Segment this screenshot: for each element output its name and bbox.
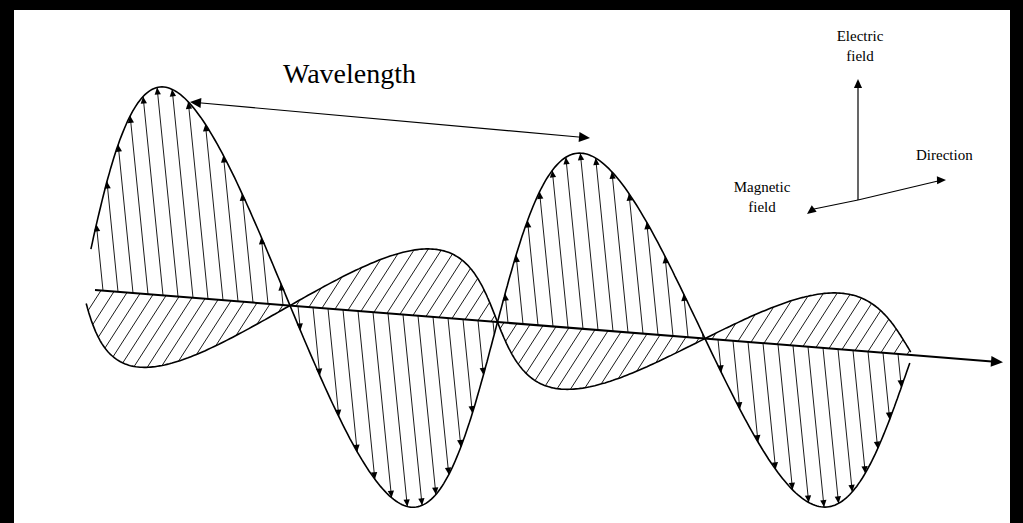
magnetic-hatch <box>868 319 889 351</box>
magnetic-hatch <box>88 290 101 310</box>
electric-vector <box>808 347 824 507</box>
electric-vector <box>478 320 483 374</box>
triad-arrowhead <box>854 79 862 88</box>
wavelength-arrowhead <box>579 132 590 142</box>
wavelength-arrowhead <box>190 98 201 108</box>
electric-vector-head <box>578 153 584 160</box>
electric-vector-head <box>820 500 826 507</box>
magnetic-hatch <box>545 329 582 386</box>
magnetic-hatch <box>512 325 530 354</box>
electric-vector <box>373 312 392 498</box>
magnetic-hatch <box>134 297 179 367</box>
magnetic-hatch <box>764 301 791 344</box>
electric-vector <box>612 172 628 333</box>
electric-vector <box>403 315 422 506</box>
magnetic-hatch <box>439 268 471 317</box>
magnetic-hatch <box>426 260 462 316</box>
electric-vector <box>516 255 523 324</box>
magnetic-hatch <box>894 339 903 353</box>
magnetic-hatch <box>518 326 543 364</box>
magnetic-hatch <box>855 311 881 351</box>
axis-arrowhead <box>991 356 1003 367</box>
electric-vector <box>261 237 268 304</box>
magnetic-hatch <box>535 328 569 381</box>
magnetic-hatch <box>478 302 490 320</box>
magnetic-hatch <box>618 334 647 378</box>
magnetic-hatch <box>790 294 823 346</box>
magnetic-hatch <box>881 329 896 353</box>
magnetic-hatch <box>829 298 861 348</box>
electric-vector <box>883 353 890 420</box>
magnetic-hatch <box>400 250 441 314</box>
electric-vector <box>107 181 118 291</box>
magnetic-hatch <box>816 294 850 347</box>
triad-magnetic-axis <box>814 200 858 209</box>
magnetic-hatch <box>506 324 517 342</box>
electric-vector <box>868 352 878 449</box>
electric-vector <box>96 224 103 290</box>
electric-vector <box>188 102 208 299</box>
triad-arrowhead <box>807 205 817 214</box>
magnetic-hatch <box>842 303 872 349</box>
electric-vector <box>463 319 472 413</box>
magnetic-hatch <box>452 278 478 318</box>
magnetic-hatch <box>93 292 114 325</box>
electric-vector <box>223 156 238 302</box>
wavelength-label: Wavelength <box>283 57 463 91</box>
electric-vector <box>823 348 839 503</box>
field-axis-label: Magnetic field <box>729 177 795 217</box>
direction-label: Direction <box>916 145 1004 165</box>
electric-vector <box>143 96 163 295</box>
magnetic-hatch <box>105 294 140 348</box>
electric-vector <box>853 350 865 473</box>
electric-vector <box>418 316 436 495</box>
electric-vector <box>552 170 568 327</box>
electric-vector <box>448 318 461 447</box>
triad-electric-axis <box>857 86 858 200</box>
electric-vector <box>358 311 375 479</box>
electric-vector <box>596 158 613 331</box>
electric-vector <box>566 157 583 329</box>
electric-vector <box>118 145 133 293</box>
electric-vector <box>838 349 852 492</box>
electric-vector <box>528 221 538 326</box>
propagation-axis <box>95 290 995 362</box>
triad-direction-axis <box>858 181 938 200</box>
magnetic-hatch <box>147 298 192 368</box>
magnetic-hatch <box>601 333 634 384</box>
electric-vector <box>778 344 793 489</box>
wavelength-arrow <box>196 103 584 138</box>
magnetic-hatch <box>162 299 205 366</box>
electric-vector <box>313 307 320 375</box>
electric-wave <box>91 87 910 507</box>
triad-arrowhead <box>937 176 946 184</box>
electric-vector <box>130 116 148 294</box>
magnetic-hatch <box>387 249 428 313</box>
electric-vector <box>793 346 809 503</box>
magnetic-hatch <box>123 296 166 363</box>
magnetic-hatch <box>803 293 837 346</box>
electric-vector <box>763 343 776 469</box>
electric-vector <box>388 313 407 506</box>
electric-vector <box>540 192 553 327</box>
magnetic-hatch <box>98 293 127 338</box>
magnetic-hatch <box>526 327 556 374</box>
electric-vector <box>580 153 598 330</box>
electric-vector <box>328 309 339 417</box>
electric-vector <box>242 194 253 303</box>
magnetic-hatch <box>361 254 398 311</box>
field-axis-label: Electric field <box>830 26 890 66</box>
electric-vector <box>433 317 449 475</box>
electric-vector <box>629 194 643 334</box>
